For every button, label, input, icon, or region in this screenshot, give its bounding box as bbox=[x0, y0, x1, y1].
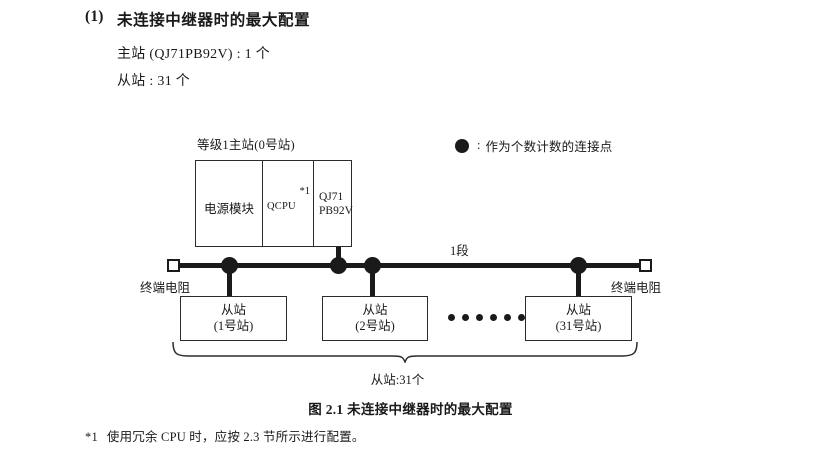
slave-station-1-number: (1号站) bbox=[213, 319, 254, 333]
legend-colon: : bbox=[477, 138, 481, 152]
drop-line-master bbox=[336, 247, 341, 265]
slave-station-2-label: 从站 bbox=[362, 303, 388, 317]
terminator-right-icon bbox=[639, 259, 652, 272]
ellipsis-dot bbox=[518, 314, 525, 321]
heading-number: (1) bbox=[85, 8, 104, 25]
master-station-module-box: 电源模块 QCPU *1 QJ71 PB92V bbox=[195, 160, 353, 247]
connection-dot-master bbox=[330, 257, 347, 274]
slave-station-31-number: (31号站) bbox=[555, 319, 602, 333]
brace-icon bbox=[172, 341, 638, 365]
master-station-label: 等级1主站(0号站) bbox=[197, 138, 295, 152]
footnote-text: 使用冗余 CPU 时，应按 2.3 节所示进行配置。 bbox=[106, 430, 365, 444]
spec-line-master: 主站 (QJ71PB92V) : 1 个 bbox=[117, 47, 271, 62]
terminator-left-label: 终端电阻 bbox=[140, 281, 191, 295]
figure-caption: 图 2.1 未连接中继器时的最大配置 bbox=[308, 402, 513, 417]
page-title: 未连接中继器时的最大配置 bbox=[117, 12, 311, 29]
filled-circle-icon bbox=[455, 138, 469, 153]
qcpu-cell: QCPU *1 bbox=[263, 161, 314, 246]
legend: : 作为个数计数的连接点 bbox=[455, 136, 613, 155]
footnote-marker: *1 bbox=[85, 430, 98, 444]
power-module-cell: 电源模块 bbox=[196, 161, 263, 246]
qcpu-footnote-marker: *1 bbox=[299, 186, 311, 197]
spec-line-slave: 从站 : 31 个 bbox=[117, 74, 191, 89]
network-bus-line bbox=[174, 263, 646, 268]
ellipsis-dot bbox=[476, 314, 483, 321]
slave-station-2-number: (2号站) bbox=[355, 319, 395, 333]
network-module-cell: QJ71 PB92V bbox=[314, 161, 353, 246]
ellipsis-dot bbox=[448, 314, 455, 321]
power-module-label: 电源模块 bbox=[203, 202, 254, 216]
terminator-right-label: 终端电阻 bbox=[611, 281, 662, 295]
slave-total-text: 从站:31个 bbox=[370, 373, 425, 387]
slave-total-label: 从站:31个 bbox=[0, 369, 821, 388]
slave-station-31-label: 从站 bbox=[565, 303, 591, 317]
ellipsis-dot bbox=[462, 314, 469, 321]
drop-line-slave-1 bbox=[227, 265, 232, 297]
slave-station-box-31: 从站 (31号站) bbox=[525, 296, 632, 341]
slave-station-box-2: 从站 (2号站) bbox=[322, 296, 428, 341]
slave-station-box-1: 从站 (1号站) bbox=[180, 296, 287, 341]
legend-label: 作为个数计数的连接点 bbox=[485, 140, 613, 154]
ellipsis-dot bbox=[490, 314, 497, 321]
segment-label: 1段 bbox=[450, 244, 469, 258]
slave-count-brace bbox=[170, 341, 640, 365]
footnote: *1 使用冗余 CPU 时，应按 2.3 节所示进行配置。 bbox=[85, 426, 365, 445]
drop-line-slave-31 bbox=[576, 265, 581, 297]
network-module-label-line2: PB92V bbox=[319, 205, 353, 217]
terminator-left-icon bbox=[167, 259, 180, 272]
slave-station-1-label: 从站 bbox=[220, 303, 246, 317]
network-module-label-line1: QJ71 bbox=[319, 191, 344, 203]
ellipsis-dot bbox=[504, 314, 511, 321]
drop-line-slave-2 bbox=[370, 265, 375, 297]
ellipsis-dots-icon bbox=[448, 314, 525, 321]
qcpu-label: QCPU bbox=[267, 201, 296, 212]
